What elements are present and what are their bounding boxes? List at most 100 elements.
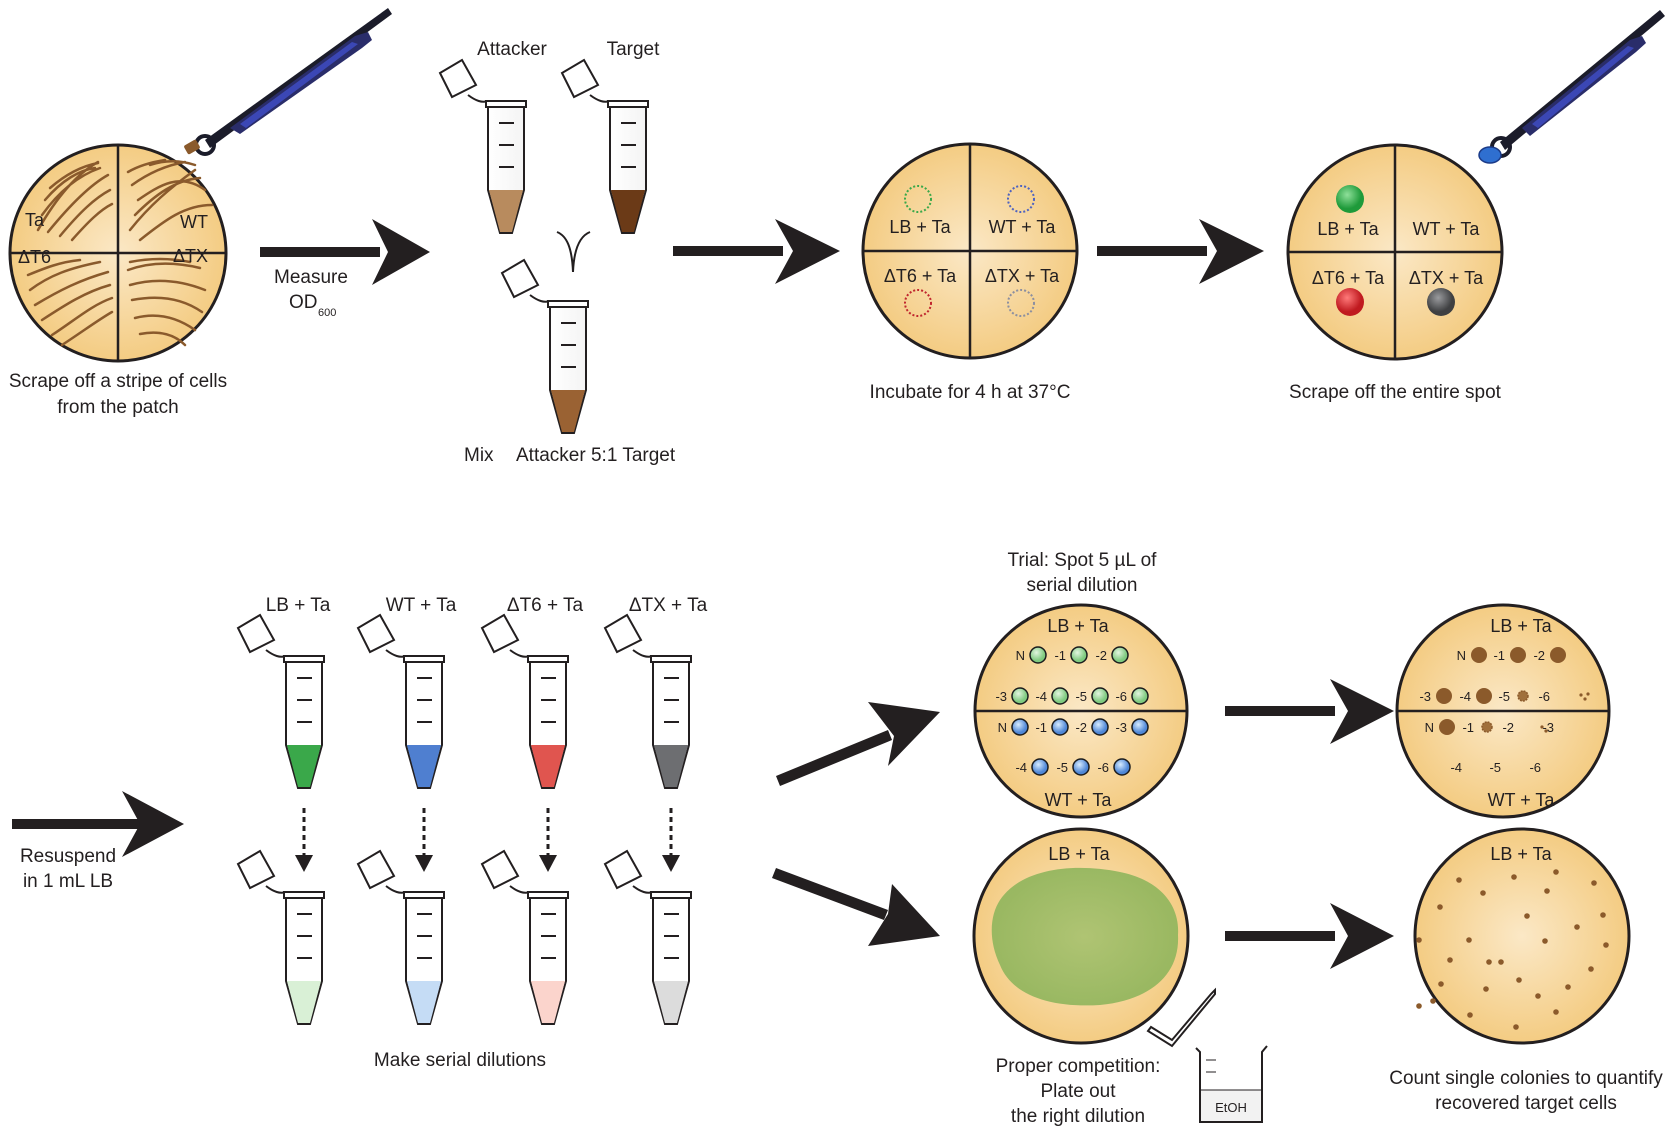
colony-spot xyxy=(1031,758,1049,776)
dilution-label: -6 xyxy=(1097,760,1109,775)
plate-label-wt-ta: WT + Ta xyxy=(989,217,1057,237)
micro-colony xyxy=(1540,725,1544,729)
trial-title-line2: serial dilution xyxy=(1027,575,1138,596)
colony-spot xyxy=(1131,718,1149,736)
micro-colony xyxy=(1579,693,1583,697)
micro-colony xyxy=(1586,692,1590,696)
colony-spot xyxy=(1051,718,1069,736)
plate-label-dt6-ta: ΔT6 + Ta xyxy=(1312,268,1385,288)
target-tube xyxy=(560,58,649,234)
colony xyxy=(1553,869,1559,875)
dilution-arrow xyxy=(662,808,680,872)
streak-marks xyxy=(26,158,214,347)
colony xyxy=(1553,1009,1559,1015)
colony-spot xyxy=(1029,646,1047,664)
dilution-label: -6 xyxy=(1538,689,1550,704)
colony xyxy=(1603,942,1609,948)
colony xyxy=(1498,959,1504,965)
culture-tube xyxy=(480,613,569,789)
dilution-label: -6 xyxy=(1529,760,1541,775)
dilution-label: -2 xyxy=(1095,648,1107,663)
colony-spot xyxy=(1510,647,1526,663)
mix-tube xyxy=(500,258,589,434)
trial-bottom-label: WT + Ta xyxy=(1045,790,1113,810)
colony-spot xyxy=(1011,687,1029,705)
tube-label-wt-ta: WT + Ta xyxy=(386,595,457,616)
colony-spot xyxy=(1471,647,1487,663)
dilution-label: -5 xyxy=(1056,760,1068,775)
arrow-to-scrape xyxy=(1097,219,1264,284)
result-bottom-label: WT + Ta xyxy=(1488,790,1556,810)
colony xyxy=(1416,1003,1422,1009)
dilution-label: -1 xyxy=(1493,648,1505,663)
dilution-label: -2 xyxy=(1533,648,1545,663)
arrow-measure xyxy=(260,219,430,285)
spot-gray xyxy=(1427,288,1455,316)
dilution-label: -4 xyxy=(1015,760,1027,775)
colony-spot xyxy=(1072,758,1090,776)
spot-outline-green xyxy=(904,185,932,213)
attacker-tube xyxy=(438,58,527,234)
dilution-label: -6 xyxy=(1115,689,1127,704)
colony xyxy=(1591,880,1597,886)
spot-red xyxy=(1336,288,1364,316)
colony-spot xyxy=(1439,719,1455,735)
ratio-label: Attacker 5:1 Target xyxy=(516,445,676,466)
colony xyxy=(1416,937,1422,943)
dilution-label: -1 xyxy=(1462,720,1474,735)
dilution-label: -1 xyxy=(1054,648,1066,663)
colony xyxy=(1438,981,1444,987)
dilution-tubes xyxy=(236,613,692,1025)
merge-symbol xyxy=(556,231,591,273)
plate-label-lb-ta: LB + Ta xyxy=(1317,219,1379,239)
plate-label-dtx-ta: ΔTX + Ta xyxy=(1409,268,1484,288)
dilution-label: -3 xyxy=(995,689,1007,704)
colony-spot xyxy=(1091,687,1109,705)
plating-plate-label: LB + Ta xyxy=(1048,844,1110,864)
colony xyxy=(1588,966,1594,972)
dilution-arrow xyxy=(295,808,313,872)
tube-label-dtx-ta: ΔTX + Ta xyxy=(629,595,708,616)
beaker-icon: EtOH xyxy=(1195,1045,1268,1123)
measure-label: Measure xyxy=(274,267,348,288)
incubate-caption: Incubate for 4 h at 37°C xyxy=(870,382,1071,403)
dilution-label: N xyxy=(998,720,1007,735)
count-line2: recovered target cells xyxy=(1435,1093,1617,1114)
colony xyxy=(1574,924,1580,930)
count-line1: Count single colonies to quantify xyxy=(1389,1068,1663,1089)
colony xyxy=(1480,890,1486,896)
colony xyxy=(1486,959,1492,965)
tube-group: LB + Ta WT + Ta ΔT6 + Ta ΔTX + Ta xyxy=(236,595,708,1025)
dilution-label: -2 xyxy=(1502,720,1514,735)
scrape-caption: Scrape off the entire spot xyxy=(1289,382,1502,403)
beaker-label: EtOH xyxy=(1215,1100,1247,1115)
colony-spot xyxy=(1436,688,1452,704)
plate-label-wt: WT xyxy=(180,212,208,232)
result-spots: N-1-2-3-4-5-6N-1-2-3-4-5-6 xyxy=(1419,647,1590,775)
colony-spot xyxy=(1131,687,1149,705)
proper-line2: Plate out xyxy=(1041,1081,1117,1102)
inoculation-loop-icon xyxy=(1478,10,1665,164)
culture-tube xyxy=(236,613,325,789)
plate-label-dtx-ta: ΔTX + Ta xyxy=(985,266,1060,286)
colony xyxy=(1542,938,1548,944)
colony xyxy=(1447,957,1453,963)
colony xyxy=(1437,904,1443,910)
colony-spot xyxy=(1517,690,1529,702)
colony xyxy=(1544,888,1550,894)
mix-label: Mix xyxy=(464,445,494,466)
resuspend-line2: in 1 mL LB xyxy=(23,871,113,892)
patch-plate: Ta WT ΔT6 ΔTX xyxy=(8,143,228,363)
colony-spot xyxy=(1481,721,1493,733)
colony xyxy=(1483,986,1489,992)
arrow-to-plating xyxy=(772,868,940,946)
dilution-label: -4 xyxy=(1035,689,1047,704)
plate-label-ta: Ta xyxy=(25,210,45,230)
od-subscript: 600 xyxy=(318,307,336,319)
dilution-label: -3 xyxy=(1542,720,1554,735)
arrow-resuspend xyxy=(12,791,184,857)
diluted-tube xyxy=(236,849,325,1025)
dilution-label: -1 xyxy=(1035,720,1047,735)
colony xyxy=(1430,998,1436,1004)
dilution-label: N xyxy=(1016,648,1025,663)
